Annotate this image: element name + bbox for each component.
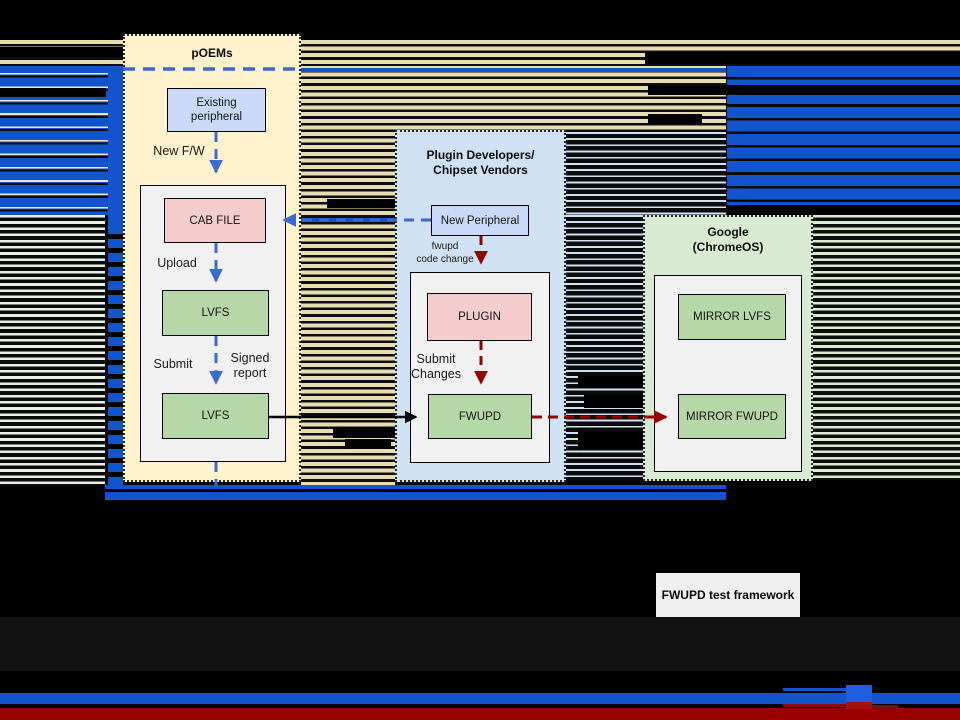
lane-poems-title: pOEMs	[191, 46, 233, 60]
glitch-blob	[648, 114, 702, 124]
node-new-peripheral: New Peripheral	[431, 205, 529, 236]
node-lvfs-upper: LVFS	[162, 290, 269, 336]
node-cab-file: CAB FILE	[164, 198, 266, 243]
glitch-bar-under-lanes-1	[105, 485, 726, 489]
glitch-blue-strip-solid	[108, 66, 123, 225]
glitch-green-right	[813, 215, 960, 480]
glitch-red-block	[846, 702, 872, 709]
glitch-blob	[648, 85, 960, 95]
footer-dark-band	[0, 617, 960, 671]
glitch-blob	[0, 88, 106, 97]
glitch-blob	[345, 439, 391, 449]
node-mirror-fwupd: MIRROR FWUPD	[678, 394, 786, 439]
node-mirror-lvfs: MIRROR LVFS	[678, 294, 786, 340]
label-signed-report: Signed report	[230, 351, 270, 380]
glitch-red-tail	[872, 705, 898, 710]
glitch-blob	[578, 376, 643, 388]
label-new-fw: New F/W	[153, 144, 205, 158]
glitch-blob	[645, 52, 960, 64]
label-fwupd-code-change: fwupd code change	[416, 241, 474, 265]
glitch-blob	[333, 427, 396, 438]
lane-plugin-title: Plugin Developers/ Chipset Vendors	[426, 148, 535, 177]
glitch-thin-red-line	[783, 704, 846, 707]
footer-red-bar	[0, 708, 960, 720]
fwupd-test-framework-label: FWUPD test framework	[661, 588, 795, 602]
glitch-blob	[0, 47, 123, 57]
label-submit-changes: Submit Changes	[410, 352, 462, 381]
glitch-blob	[584, 395, 643, 408]
glitch-blue-line-top	[301, 68, 726, 72]
label-upload: Upload	[157, 256, 197, 270]
node-fwupd: FWUPD	[428, 394, 532, 439]
node-plugin: PLUGIN	[427, 293, 532, 341]
glitch-blob	[327, 199, 395, 208]
glitch-blue-line-mid	[300, 218, 396, 222]
glitch-thin-blue-line	[783, 688, 846, 691]
glitch-blue-block	[846, 685, 872, 704]
glitch-bar-under-lanes-2	[105, 492, 726, 500]
label-submit: Submit	[153, 357, 193, 371]
glitch-blob	[578, 431, 643, 449]
node-lvfs-lower: LVFS	[162, 393, 269, 439]
glitch-green-left	[0, 215, 105, 486]
fwupd-test-framework-box: FWUPD test framework	[656, 573, 800, 617]
glitch-dark-mid-upper	[566, 132, 726, 215]
node-existing-peripheral: Existing peripheral	[167, 88, 266, 132]
glitch-blue-strip-dashed	[108, 225, 123, 487]
footer-blue-bar	[0, 693, 960, 704]
lane-google-title: Google (ChromeOS)	[692, 225, 764, 254]
